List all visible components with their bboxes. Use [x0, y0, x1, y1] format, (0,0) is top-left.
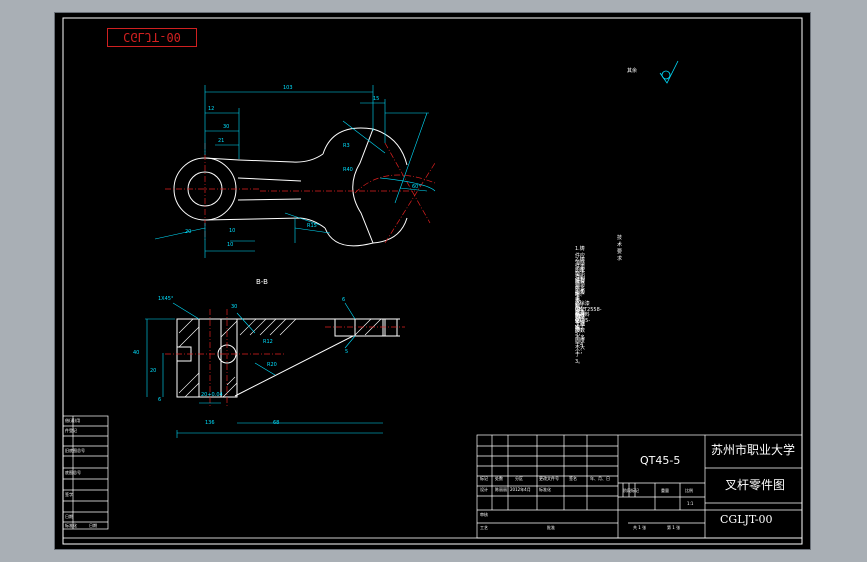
dim-sec-r20: R20: [267, 362, 277, 368]
tech-req-heading: 技术要求: [617, 235, 623, 262]
dim-10: 10: [229, 228, 236, 234]
material-label: QT45-5: [640, 454, 681, 467]
rev-header: 分区: [515, 476, 523, 481]
rev-header: 签名: [569, 476, 577, 481]
tech-req-item: 1.铸件应消除内应力；: [575, 246, 586, 280]
dim-60: 60°: [412, 184, 421, 190]
drawing-canvas: [62, 17, 803, 545]
sheets-total: 共 1 张: [633, 525, 647, 530]
drawing-number-stamp: CGLJT-00: [107, 28, 197, 47]
dim-30: 30: [223, 124, 230, 130]
fork-head-outer: [322, 127, 374, 247]
stage-header: 阶段标记: [623, 488, 639, 493]
dim-sec-30: 30: [231, 304, 238, 310]
dim-sec-40: 40: [133, 350, 140, 356]
process-row: 工艺: [480, 525, 488, 530]
arm-top-edge: [204, 153, 324, 163]
school-name: 苏州市职业大学: [711, 443, 796, 457]
design-row: 设计: [480, 487, 488, 492]
dim-10b: 10: [227, 242, 234, 248]
dim-sec-6b: 6: [158, 397, 162, 403]
drawing-number: CGLJT-00: [720, 513, 773, 526]
surface-symbol: [659, 60, 679, 84]
strip-label: 日期: [65, 514, 73, 519]
strip-label: 旧底图总号: [65, 448, 85, 453]
dim-sec-136: 136: [205, 420, 215, 426]
strip-label: 借(通)用: [65, 418, 81, 423]
tech-req-item: 撕裂不多于20，因个铸件上连接数不多于4个；: [575, 279, 587, 355]
title-block: [476, 434, 803, 539]
rev-header: 处数: [495, 476, 503, 481]
outer-frame: [62, 17, 803, 545]
dim-r3: R3: [343, 143, 350, 149]
tech-req-item: 4.去毛刺，锐边倒钝；: [575, 290, 586, 331]
inner-frame: [62, 17, 803, 539]
surface-finish-label: 其余: [627, 68, 638, 74]
scale-value: 1:1: [687, 501, 694, 506]
dim-20: 20: [185, 229, 192, 235]
tech-req-item: 3.未注明铸造圆角半径，其直径不大于5，圆度不大于3。: [575, 268, 586, 365]
dim-r40: R40: [343, 167, 353, 173]
section-arm: [234, 318, 384, 397]
approve-row: 批准: [547, 525, 555, 530]
dim-r15: R15: [307, 223, 317, 229]
dim-sec-r12: R12: [263, 339, 273, 345]
rev-header: 更改文件号: [539, 476, 559, 481]
section-fork: [334, 318, 386, 337]
dim-sec-6: 6: [342, 297, 346, 303]
strip-label: 底图总号: [65, 470, 81, 475]
section-centerlines: [165, 309, 405, 408]
dim-sec-hole: 20+0.04: [201, 392, 223, 398]
dim-103: 103: [283, 85, 293, 91]
rev-header: 年、月、日: [590, 476, 610, 481]
strip-label: 签字: [65, 492, 73, 497]
rev-header: 标记: [480, 476, 488, 481]
dim-sec-20: 20: [150, 368, 157, 374]
section-dims: [145, 302, 383, 438]
section-hub: [176, 318, 238, 398]
dim-sec-5: 5: [345, 349, 349, 355]
dim-sec-68: 68: [273, 420, 280, 426]
strip-label: 件登记: [65, 428, 77, 433]
main-view: [173, 127, 408, 247]
section-label: B-B: [256, 278, 268, 286]
tech-req-item: 5.涂漆GB/T2558-81；: [575, 301, 602, 320]
dim-15: 15: [373, 96, 380, 102]
strip-label: 日期: [89, 523, 97, 528]
design-row: 陈丽丽: [495, 487, 507, 492]
sheet-number: 第 1 张: [667, 525, 681, 530]
dim-21: 21: [218, 138, 225, 144]
part-name: 叉杆零件图: [725, 478, 786, 492]
stage-header: 比例: [685, 488, 693, 493]
tech-req-item: 2.铸件表面不得有砂眼、夹杂、裂纹等缺陷；: [575, 257, 586, 333]
section-view: [176, 318, 400, 398]
review-row: 审核: [480, 512, 488, 517]
fork-arc: [372, 128, 408, 244]
dim-12: 12: [208, 106, 215, 112]
stage-header: 重量: [661, 488, 669, 493]
strip-label: 标准化: [65, 523, 77, 528]
dim-chamfer: 1X45°: [158, 296, 174, 302]
design-row: 2012年4月: [510, 487, 531, 492]
tech-req-item: 6.材料QT45-5。: [575, 312, 591, 331]
section-hatching: [178, 318, 382, 398]
main-view-dims: [154, 85, 436, 258]
design-row: 标准化: [539, 487, 551, 492]
left-strip: [62, 415, 109, 530]
cad-viewport[interactable]: CGLJT-00 其余 B-B 103 12 30 21 15 R3 R40 6…: [55, 13, 810, 549]
